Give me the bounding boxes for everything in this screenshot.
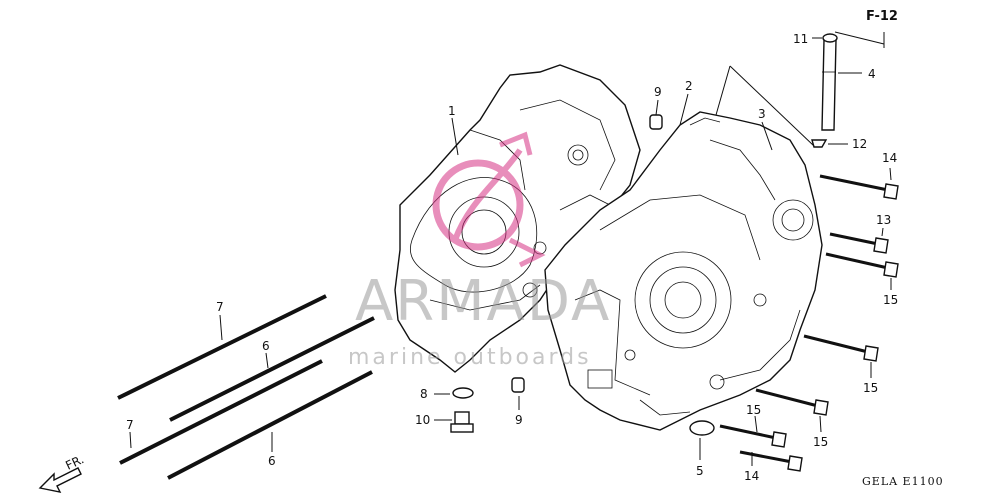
page-reference: F-12	[866, 9, 898, 24]
dowel-pin-upper	[649, 114, 663, 130]
tube-clamp	[811, 139, 828, 148]
crankcase-gasket	[689, 117, 721, 126]
sealing-washer	[452, 387, 474, 399]
stud-bolts	[117, 294, 375, 480]
callout-15-c: 15	[746, 403, 761, 417]
callout-14-upper: 14	[882, 151, 897, 165]
drain-bolt	[450, 411, 474, 433]
callout-2: 2	[685, 79, 693, 93]
callout-15-b: 15	[863, 381, 878, 395]
callout-10: 10	[415, 413, 430, 427]
callout-15-d: 15	[813, 435, 828, 449]
front-label: FR.	[63, 452, 86, 473]
callout-7-upper: 7	[216, 300, 224, 314]
callout-13: 13	[876, 213, 891, 227]
dowel-pin-lower	[511, 377, 525, 393]
flange-bolts	[719, 174, 899, 472]
callout-9-upper: 9	[654, 85, 662, 99]
callout-14-lower: 14	[744, 469, 759, 483]
watermark-logo-icon	[432, 131, 546, 268]
watermark: ARMADA marine outboards	[348, 131, 611, 370]
watermark-brand: ARMADA	[355, 269, 611, 334]
callout-3: 3	[758, 107, 766, 121]
o-ring	[689, 420, 715, 436]
callout-11: 11	[793, 32, 808, 46]
callout-12: 12	[852, 137, 867, 151]
breather-tube	[821, 39, 837, 131]
diagram-code: GELA E1100	[862, 475, 944, 488]
tube-clip	[822, 33, 838, 43]
callout-15-a: 15	[883, 293, 898, 307]
callout-labels: 1 2 3 4 5 6 6 7 7 8 9 9 10 11 12 13 14 1…	[126, 32, 898, 483]
callout-6-upper: 6	[262, 339, 270, 353]
leader-lines	[129, 31, 892, 466]
front-arrow-icon	[38, 467, 82, 493]
watermark-tagline: marine outboards	[348, 345, 592, 370]
callout-6-lower: 6	[268, 454, 276, 468]
callout-9-lower: 9	[515, 413, 523, 427]
callout-1: 1	[448, 104, 456, 118]
callout-8: 8	[420, 387, 428, 401]
right-crankcase-half	[544, 111, 823, 431]
callout-4: 4	[868, 67, 876, 81]
callout-7-lower: 7	[126, 418, 134, 432]
callout-5: 5	[696, 464, 704, 478]
